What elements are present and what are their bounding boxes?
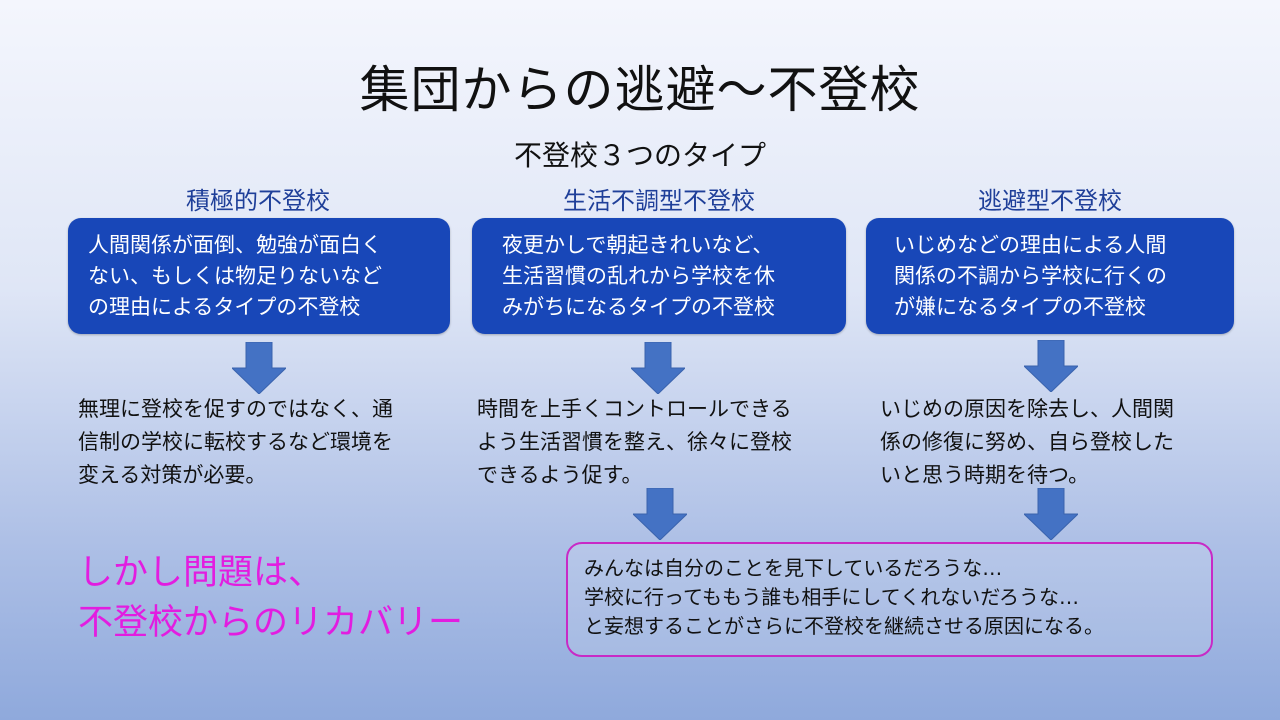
type-box-1: 人間関係が面倒、勉強が面白く ない、もしくは物足りないなど の理由によるタイプの…	[68, 218, 450, 334]
type-box-line: 夜更かしで朝起きれいなど、	[502, 233, 774, 257]
slide-title: 集団からの逃避～不登校	[359, 61, 921, 119]
conclusion-box: みんなは自分のことを見下しているだろうな… 学校に行ってももう誰も相手にしてくれ…	[566, 542, 1213, 657]
type-desc-1: 無理に登校を促すのではなく、通 信制の学校に転校するなど環境を 変える対策が必要…	[78, 393, 450, 492]
down-arrow-icon	[631, 342, 685, 394]
type-box-3: いじめなどの理由による人間 関係の不調から学校に行くの が嫌になるタイプの不登校	[866, 218, 1234, 334]
type-box-line: いじめなどの理由による人間	[894, 233, 1167, 257]
desc-line: 無理に登校を促すのではなく、通	[78, 397, 393, 421]
type-desc-3: いじめの原因を除去し、人間関 係の修復に努め、自ら登校した いと思う時期を待つ。	[880, 393, 1240, 492]
desc-line: 時間を上手くコントロールできる	[477, 397, 792, 421]
type-box-line: 生活習慣の乱れから学校を休	[502, 264, 775, 288]
conclusion-box-line: と妄想することがさらに不登校を継続させる原因になる。	[584, 614, 1104, 638]
conclusion-headline: しかし問題は、 不登校からのリカバリー	[78, 548, 463, 648]
desc-line: よう生活習慣を整え、徐々に登校	[477, 430, 792, 454]
desc-line: いじめの原因を除去し、人間関	[880, 397, 1174, 421]
conclusion-headline-line: 不登校からのリカバリー	[78, 603, 464, 643]
type-box-line: の理由によるタイプの不登校	[88, 295, 361, 319]
type-heading-1: 積極的不登校	[186, 187, 330, 215]
type-box-line: 関係の不調から学校に行くの	[894, 264, 1167, 288]
type-box-line: みがちになるタイプの不登校	[502, 295, 775, 319]
conclusion-box-line: 学校に行ってももう誰も相手にしてくれないだろうな…	[584, 585, 1079, 609]
down-arrow-icon	[232, 342, 286, 394]
type-box-line: ない、もしくは物足りないなど	[88, 264, 382, 288]
type-heading-3: 逃避型不登校	[978, 187, 1122, 215]
type-box-line: が嫌になるタイプの不登校	[894, 295, 1146, 319]
down-arrow-icon	[1024, 340, 1078, 392]
conclusion-box-line: みんなは自分のことを見下しているだろうな…	[584, 556, 1003, 580]
type-box-line: 人間関係が面倒、勉強が面白く	[88, 233, 382, 257]
slide-subtitle: 不登校３つのタイプ	[513, 139, 766, 172]
type-desc-2: 時間を上手くコントロールできる よう生活習慣を整え、徐々に登校 できるよう促す。	[477, 393, 849, 492]
down-arrow-icon	[633, 488, 687, 540]
conclusion-headline-line: しかし問題は、	[78, 553, 324, 593]
down-arrow-icon	[1024, 488, 1078, 540]
desc-line: 係の修復に努め、自ら登校した	[880, 430, 1174, 454]
type-box-2: 夜更かしで朝起きれいなど、 生活習慣の乱れから学校を休 みがちになるタイプの不登…	[472, 218, 846, 334]
desc-line: できるよう促す。	[477, 463, 643, 487]
type-heading-2: 生活不調型不登校	[563, 187, 755, 215]
desc-line: 変える対策が必要。	[78, 463, 267, 487]
desc-line: 信制の学校に転校するなど環境を	[78, 430, 393, 454]
desc-line: いと思う時期を待つ。	[880, 463, 1090, 487]
